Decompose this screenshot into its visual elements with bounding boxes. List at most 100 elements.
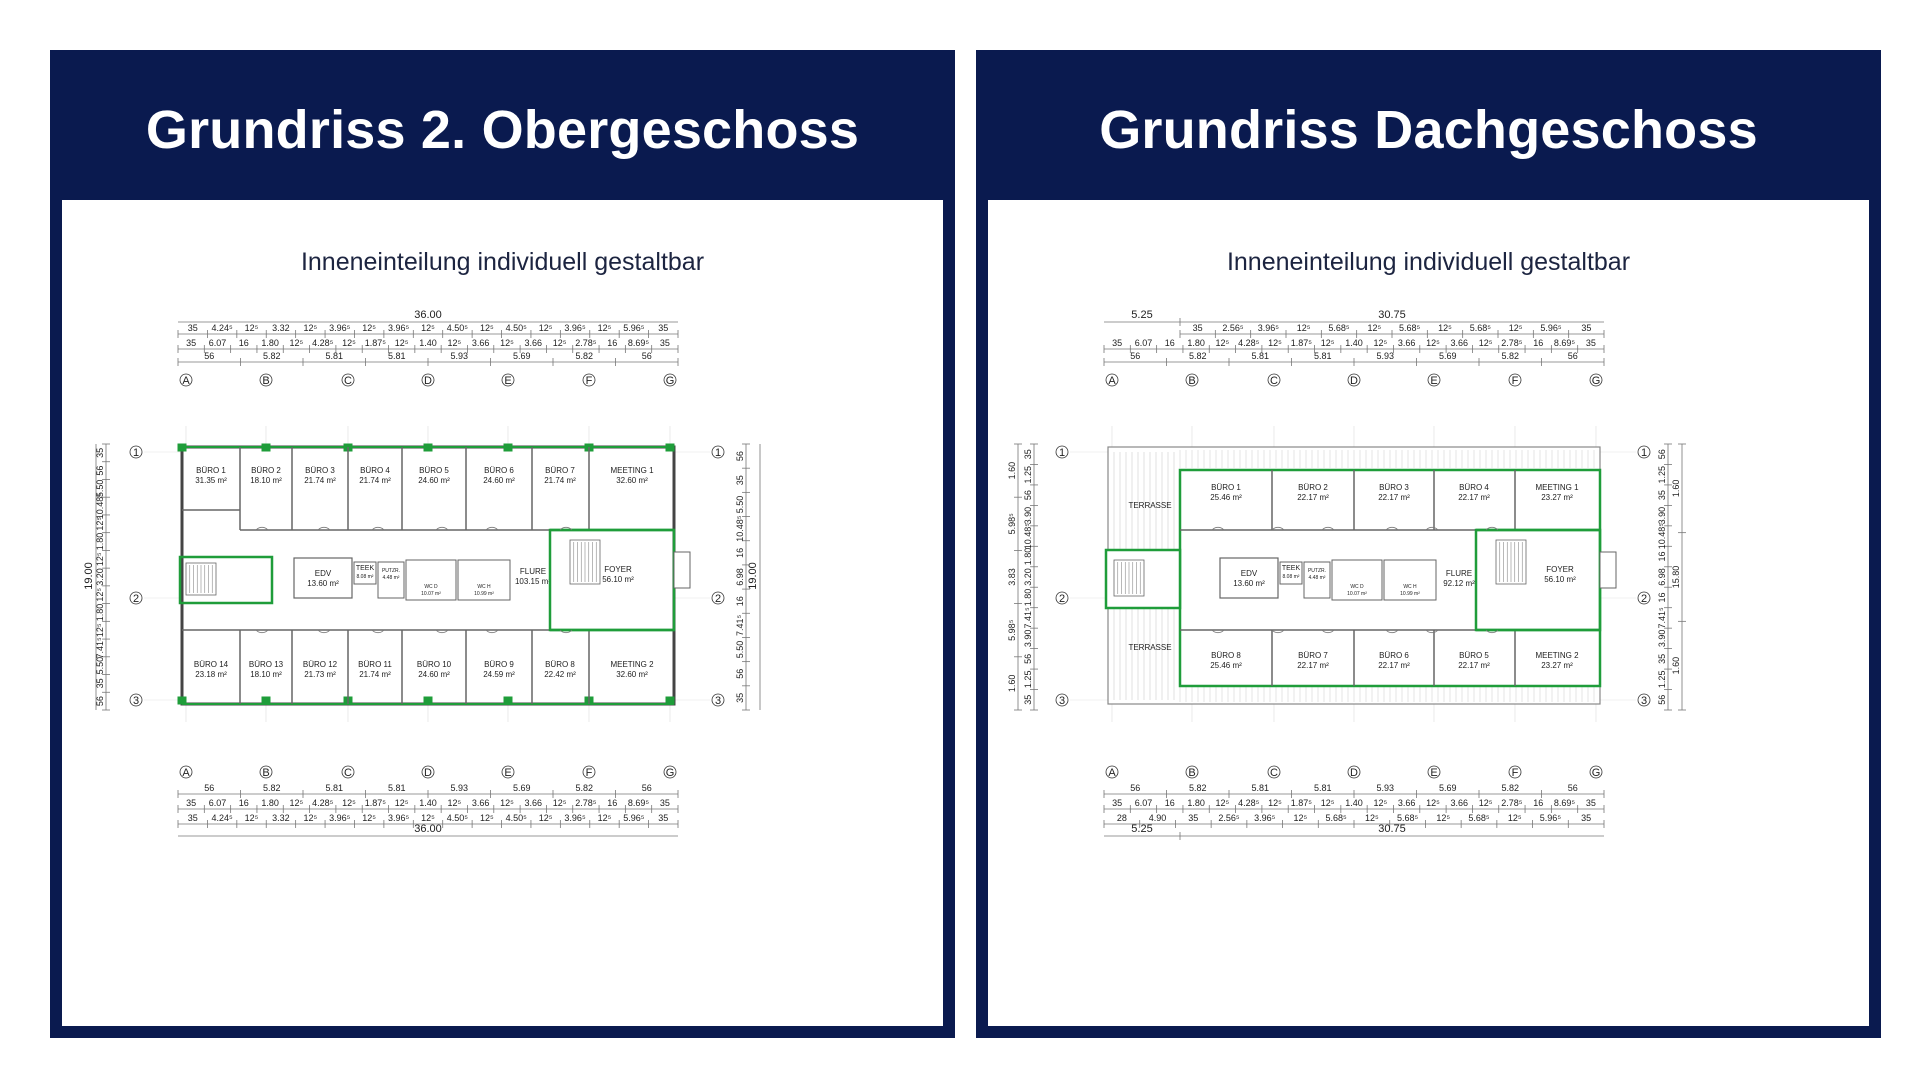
dimension-label: 3.90 [1657, 630, 1667, 648]
dimension-label: 12⁵ [480, 323, 494, 333]
room-name: MEETING 1 [610, 466, 654, 475]
axis-label: 1 [715, 447, 721, 459]
room-name: MEETING 2 [610, 660, 654, 669]
dimension-label: 12⁵ [290, 798, 304, 808]
axis-label: C [344, 767, 352, 779]
dimension-label: 35 [735, 475, 745, 485]
dimension-label: 3.90 [1657, 507, 1667, 525]
room-area: 21.74 m² [304, 476, 336, 485]
room-area: 21.74 m² [359, 670, 391, 679]
dimension-label: 35 [1023, 449, 1033, 459]
dimension-label: 1.60 [1007, 675, 1017, 693]
axis-label: B [1188, 767, 1195, 779]
dimension-label: 7.41⁵ [1657, 607, 1667, 629]
dimension-label: 35 [95, 678, 105, 688]
axis-marker [1105, 373, 1119, 387]
dimension-label: 35 [188, 813, 198, 823]
dimension-label: 12⁵ [480, 813, 494, 823]
teek-room [1279, 561, 1303, 585]
axis-label: D [1350, 375, 1358, 387]
dimension-label: 1.80 [95, 533, 105, 551]
dimension-label: 5.82 [263, 783, 281, 793]
dimension-label: 1.60 [1671, 480, 1681, 498]
dimension-label: 2.78⁵ [575, 798, 597, 808]
dimension-label: 6.98 [1657, 568, 1667, 586]
axis-marker [1055, 693, 1069, 707]
column [261, 696, 271, 705]
dimension-label: 12⁵ [1373, 338, 1387, 348]
axis-marker [341, 373, 355, 387]
dimension-label: 2.78⁵ [1501, 338, 1523, 348]
dimension-label: 3.96⁵ [564, 813, 586, 823]
room-area: 22.42 m² [544, 670, 576, 679]
room-area: 23.27 m² [1541, 493, 1573, 502]
axis-label: G [666, 375, 675, 387]
dimension-label: 12⁵ [1479, 338, 1493, 348]
room-name: BÜRO 6 [1379, 651, 1409, 660]
dimension-label: 12⁵ [95, 623, 105, 637]
axis-label: 1 [133, 447, 139, 459]
dimension-label: 12⁵ [342, 338, 356, 348]
dimension-label: 1.80 [1187, 338, 1205, 348]
axis-label: G [1592, 375, 1601, 387]
axis-marker [179, 765, 193, 779]
dimension-label: 12⁵ [362, 813, 376, 823]
door-swing [1271, 526, 1285, 531]
dimension-label: 10.48⁵ [95, 493, 105, 520]
dimension-label: 4.50⁵ [506, 813, 528, 823]
dimension-label: 5.93 [1376, 783, 1394, 793]
dimension-label: 3.66 [472, 798, 490, 808]
floorplan-sheet: Inneneinteilung individuell gestaltbar 5… [988, 200, 1869, 1026]
dimension-label: 1.80 [1023, 589, 1033, 607]
dimension-label: 5.93 [450, 783, 468, 793]
axis-marker [1105, 765, 1119, 779]
dimension-label: 5.82 [1501, 783, 1519, 793]
dimension-label: 12⁵ [95, 588, 105, 602]
room-area: 92.12 m² [1443, 579, 1475, 588]
dimension-label: 12⁵ [598, 323, 612, 333]
axis-marker [179, 373, 193, 387]
dimension-label: 5.81 [1251, 783, 1269, 793]
total-height-label: 19.00 [747, 562, 759, 590]
total-width-label: 36.00 [414, 823, 442, 835]
door-swing [1485, 526, 1499, 531]
room-area: 103.15 m² [515, 577, 551, 586]
room-name: FOYER [604, 565, 632, 574]
axis-label: G [666, 767, 675, 779]
room-name: BÜRO 4 [360, 466, 390, 475]
dimension-label: 56 [95, 466, 105, 476]
dimension-label: 4.24⁵ [211, 323, 233, 333]
door-swing [1321, 629, 1335, 634]
dimension-label: 16 [607, 338, 617, 348]
dimension-label: 12⁵ [290, 338, 304, 348]
room-name: BÜRO 5 [419, 466, 449, 475]
door-swing [559, 526, 573, 531]
dimension-label: 12⁵ [500, 338, 514, 348]
room-name: FLURE [1446, 569, 1472, 578]
room-name: BÜRO 13 [249, 660, 284, 669]
dimension-label: 35 [186, 338, 196, 348]
axis-label: E [1430, 375, 1437, 387]
dimension-label: 3.66 [1450, 338, 1468, 348]
dimension-label: 12⁵ [1438, 323, 1452, 333]
dimension-label: 3.96⁵ [1254, 813, 1276, 823]
axis-marker [1508, 765, 1522, 779]
axis-marker [1637, 591, 1651, 605]
room-area: 18.10 m² [250, 476, 282, 485]
room-area: 4.48 m² [1309, 575, 1326, 581]
dimension-label: 8.69⁵ [628, 798, 650, 808]
dimension-label: 16 [1165, 338, 1175, 348]
door-swing [1271, 629, 1285, 634]
dimension-label: 35 [658, 813, 668, 823]
dimension-label: 56 [204, 783, 214, 793]
axis-marker [129, 445, 143, 459]
dimension-label: 5.81 [325, 351, 343, 361]
dimension-label: 4.50⁵ [506, 323, 528, 333]
room-name: BÜRO 14 [194, 660, 229, 669]
plan-subtitle: Inneneinteilung individuell gestaltbar [300, 248, 705, 276]
dimension-label: 16 [607, 798, 617, 808]
axis-marker [1267, 765, 1281, 779]
dimension-label: 12⁵ [1216, 338, 1230, 348]
dimension-label: 5.81 [1314, 783, 1332, 793]
dimension-label: 6.07 [1135, 338, 1153, 348]
